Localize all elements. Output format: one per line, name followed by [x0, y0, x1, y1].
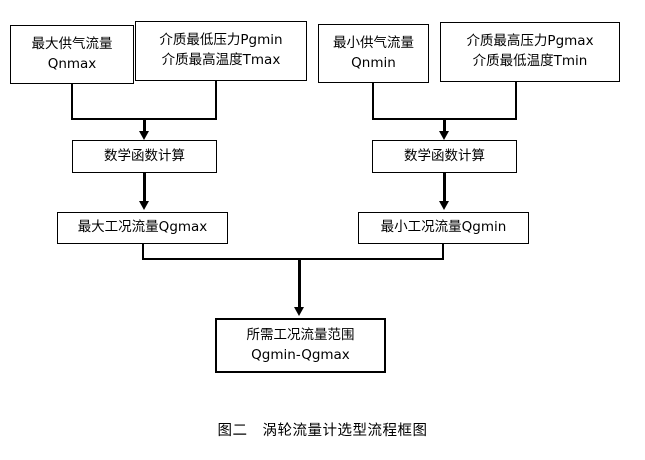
connector-right-calc-stem [443, 118, 446, 133]
connector-pgmax-drop [515, 82, 517, 119]
connector-merge-bar [142, 258, 443, 260]
node-max-working-flow: 最大工况流量Qgmax [57, 212, 228, 244]
node-line-1: 数学函数计算 [404, 147, 485, 164]
node-line-2: Qgmin-Qgmax [251, 346, 350, 363]
node-min-supply-flow: 最小供气流量 Qnmin [318, 24, 429, 83]
node-line-1: 介质最高压力Pgmax [466, 33, 594, 50]
connector-merge-stem [298, 258, 301, 309]
connector-qgmin-drop [442, 244, 444, 260]
arrowhead-right-calc [439, 131, 449, 140]
node-math-function-calculation-left: 数学函数计算 [72, 140, 217, 173]
connector-right-calc-to-qgmin [443, 173, 446, 203]
node-line-1: 介质最低压力Pgmin [159, 32, 283, 49]
node-max-pressure-min-temp: 介质最高压力Pgmax 介质最低温度Tmin [440, 22, 620, 82]
node-line-2: Qnmin [351, 54, 396, 71]
connector-pgmin-drop [215, 81, 217, 119]
node-line-1: 最小工况流量Qgmin [380, 219, 507, 236]
node-required-working-flow-range: 所需工况流量范围 Qgmin-Qgmax [215, 318, 386, 373]
connector-left-calc-stem [143, 118, 146, 133]
connector-qnmax-drop [71, 84, 73, 119]
node-line-1: 数学函数计算 [104, 147, 185, 164]
connector-qnmin-drop [372, 83, 374, 119]
node-max-supply-flow: 最大供气流量 Qnmax [10, 25, 134, 84]
arrowhead-qgmax [139, 201, 149, 210]
node-line-2: Qnmax [47, 55, 97, 72]
node-line-2: 介质最高温度Tmax [161, 52, 281, 68]
connector-qgmax-drop [142, 244, 144, 260]
figure-caption: 图二 涡轮流量计选型流程框图 [217, 423, 428, 439]
node-line-1: 最小供气流量 [333, 34, 414, 51]
node-line-2: 介质最低温度Tmin [472, 53, 588, 69]
node-min-working-flow: 最小工况流量Qgmin [358, 212, 529, 244]
arrowhead-qgmin [439, 201, 449, 210]
node-math-function-calculation-right: 数学函数计算 [372, 140, 517, 173]
node-line-1: 最大工况流量Qgmax [77, 219, 208, 236]
arrowhead-left-calc [139, 131, 149, 140]
node-line-1: 最大供气流量 [31, 35, 113, 52]
connector-left-calc-to-qgmax [143, 173, 146, 203]
node-line-1: 所需工况流量范围 [246, 326, 355, 343]
arrowhead-result [294, 307, 304, 316]
node-min-pressure-max-temp: 介质最低压力Pgmin 介质最高温度Tmax [135, 21, 307, 81]
